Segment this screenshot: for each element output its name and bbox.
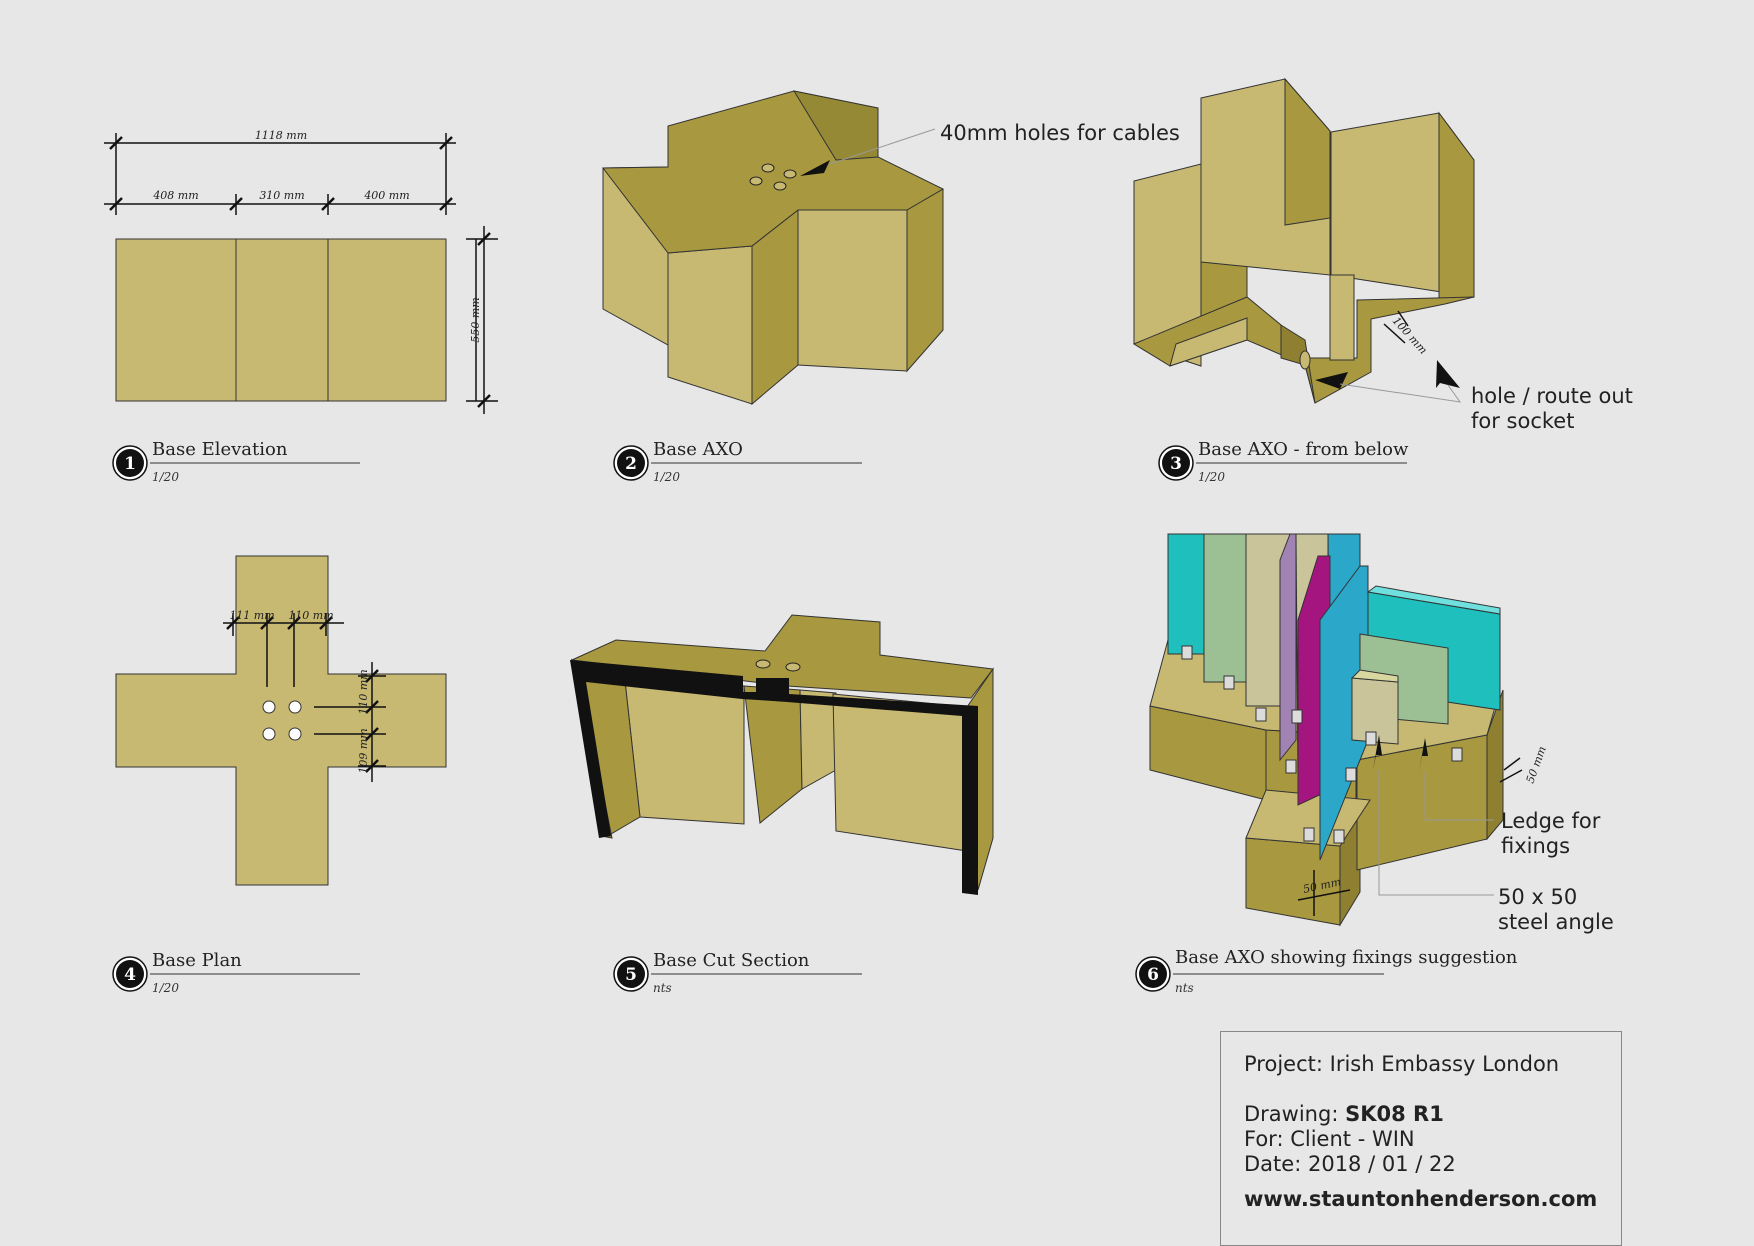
view-label-4: 4 Base Plan 1/20 bbox=[112, 950, 360, 995]
axo-below-model bbox=[1132, 77, 1475, 404]
view-title: Base Elevation bbox=[152, 439, 288, 460]
view-number: 2 bbox=[625, 454, 637, 474]
view-scale: nts bbox=[1175, 981, 1194, 995]
note-holes: 40mm holes for cables bbox=[940, 121, 1180, 145]
date-label: Date: bbox=[1244, 1152, 1302, 1176]
dim-plan-d: 109 mm bbox=[357, 728, 370, 773]
fixing-panels bbox=[1167, 533, 1501, 861]
for-label: For: bbox=[1244, 1127, 1284, 1151]
section-model bbox=[570, 614, 994, 891]
view-number: 1 bbox=[124, 454, 136, 474]
view-base-elevation: 1118 mm 408 mm 310 mm 400 mm 550 mm 1 Ba… bbox=[104, 129, 498, 484]
project-name: Irish Embassy London bbox=[1329, 1052, 1560, 1076]
view-label-6: 6 Base AXO showing fixings suggestion nt… bbox=[1135, 947, 1518, 995]
view-label-3: 3 Base AXO - from below 1/20 bbox=[1158, 439, 1409, 484]
view-title: Base AXO bbox=[653, 439, 743, 460]
elevation-drawing bbox=[115, 238, 447, 402]
view-number: 3 bbox=[1170, 454, 1182, 474]
section-holes bbox=[755, 659, 801, 672]
project-line: Project: Irish Embassy London bbox=[1244, 1052, 1621, 1077]
dim-left: 408 mm bbox=[152, 189, 198, 202]
axo-cable-holes bbox=[749, 163, 797, 191]
view-label-2: 2 Base AXO 1/20 bbox=[613, 439, 862, 484]
axo-cross-model bbox=[601, 90, 945, 406]
drawing-label: Drawing: bbox=[1244, 1102, 1339, 1126]
view-base-plan: 111 mm 110 mm 110 mm 109 mm 4 Base Plan … bbox=[112, 555, 447, 995]
dim-ledge: 50 mm bbox=[1524, 745, 1549, 785]
drawing-number: SK08 R1 bbox=[1345, 1102, 1444, 1126]
dim-middle: 310 mm bbox=[259, 189, 304, 202]
dim-overall: 1118 mm bbox=[255, 129, 307, 142]
section-cut-outline bbox=[570, 660, 978, 895]
fixings-leaders bbox=[1378, 770, 1494, 896]
view-number: 5 bbox=[625, 965, 637, 985]
note-angle-1: 50 x 50 bbox=[1498, 885, 1577, 909]
elevation-dimensions bbox=[104, 133, 498, 414]
note-ledge-1: Ledge for bbox=[1501, 809, 1601, 833]
note-angle-2: steel angle bbox=[1498, 910, 1614, 934]
drawing-date: 2018 / 01 / 22 bbox=[1307, 1152, 1456, 1176]
project-label: Project: bbox=[1244, 1052, 1323, 1076]
view-base-axo: 40mm holes for cables 2 Base AXO 1/20 bbox=[601, 90, 1180, 484]
plan-cross-outline bbox=[115, 555, 447, 886]
view-scale: nts bbox=[653, 981, 672, 995]
fixings-arrows bbox=[1373, 735, 1428, 772]
drawing-line: Drawing: SK08 R1 bbox=[1244, 1102, 1621, 1127]
view-title: Base AXO showing fixings suggestion bbox=[1175, 947, 1518, 968]
view-number: 6 bbox=[1147, 965, 1159, 985]
socket-arrow-right-icon bbox=[1436, 360, 1460, 388]
title-block: Project: Irish Embassy London Drawing: S… bbox=[1220, 1031, 1622, 1246]
panel-lilac bbox=[1279, 533, 1297, 762]
plan-dimensions bbox=[223, 613, 386, 782]
view-base-axo-below: 100 mm hole / route out for socket 3 Bas… bbox=[1132, 77, 1633, 484]
view-title: Base AXO - from below bbox=[1198, 439, 1409, 460]
axo-below-dimension bbox=[1383, 310, 1409, 344]
view-label-1: 1 Base Elevation 1/20 bbox=[112, 439, 360, 484]
view-scale: 1/20 bbox=[152, 470, 179, 484]
note-socket-2: for socket bbox=[1471, 409, 1574, 433]
panel-sage-back bbox=[1203, 533, 1247, 683]
view-title: Base Plan bbox=[152, 950, 242, 971]
view-base-axo-fixings: 50 mm 50 mm Ledge for fixings 50 x 50 st… bbox=[1135, 533, 1614, 995]
panel-cyan bbox=[1319, 565, 1369, 861]
view-scale: 1/20 bbox=[653, 470, 680, 484]
client-name: Client - WIN bbox=[1290, 1127, 1415, 1151]
plan-cable-holes bbox=[262, 700, 302, 741]
view-label-5: 5 Base Cut Section nts bbox=[613, 950, 862, 995]
view-base-cut-section: 5 Base Cut Section nts bbox=[570, 614, 994, 995]
view-scale: 1/20 bbox=[152, 981, 179, 995]
view-scale: 1/20 bbox=[1198, 470, 1225, 484]
view-title: Base Cut Section bbox=[653, 950, 810, 971]
socket-arrow-left-icon bbox=[1315, 372, 1348, 389]
steel-angles bbox=[1181, 645, 1463, 844]
note-ledge-2: fixings bbox=[1501, 834, 1570, 858]
for-line: For: Client - WIN bbox=[1244, 1127, 1621, 1152]
dim-height: 550 mm bbox=[469, 297, 482, 342]
view-number: 4 bbox=[124, 965, 136, 985]
dim-plan-b: 110 mm bbox=[288, 609, 333, 622]
note-socket-1: hole / route out bbox=[1471, 384, 1633, 408]
pointer-arrow-icon bbox=[800, 160, 830, 176]
dim-plan-c: 110 mm bbox=[357, 669, 370, 714]
website-link[interactable]: www.stauntonhenderson.com bbox=[1244, 1187, 1598, 1211]
fixings-dimensions bbox=[1297, 757, 1523, 916]
dim-plan-a: 111 mm bbox=[229, 609, 274, 622]
dim-right: 400 mm bbox=[363, 189, 409, 202]
socket-hole bbox=[1299, 350, 1311, 370]
panel-teal-back bbox=[1167, 533, 1205, 655]
date-line: Date: 2018 / 01 / 22 bbox=[1244, 1152, 1621, 1177]
